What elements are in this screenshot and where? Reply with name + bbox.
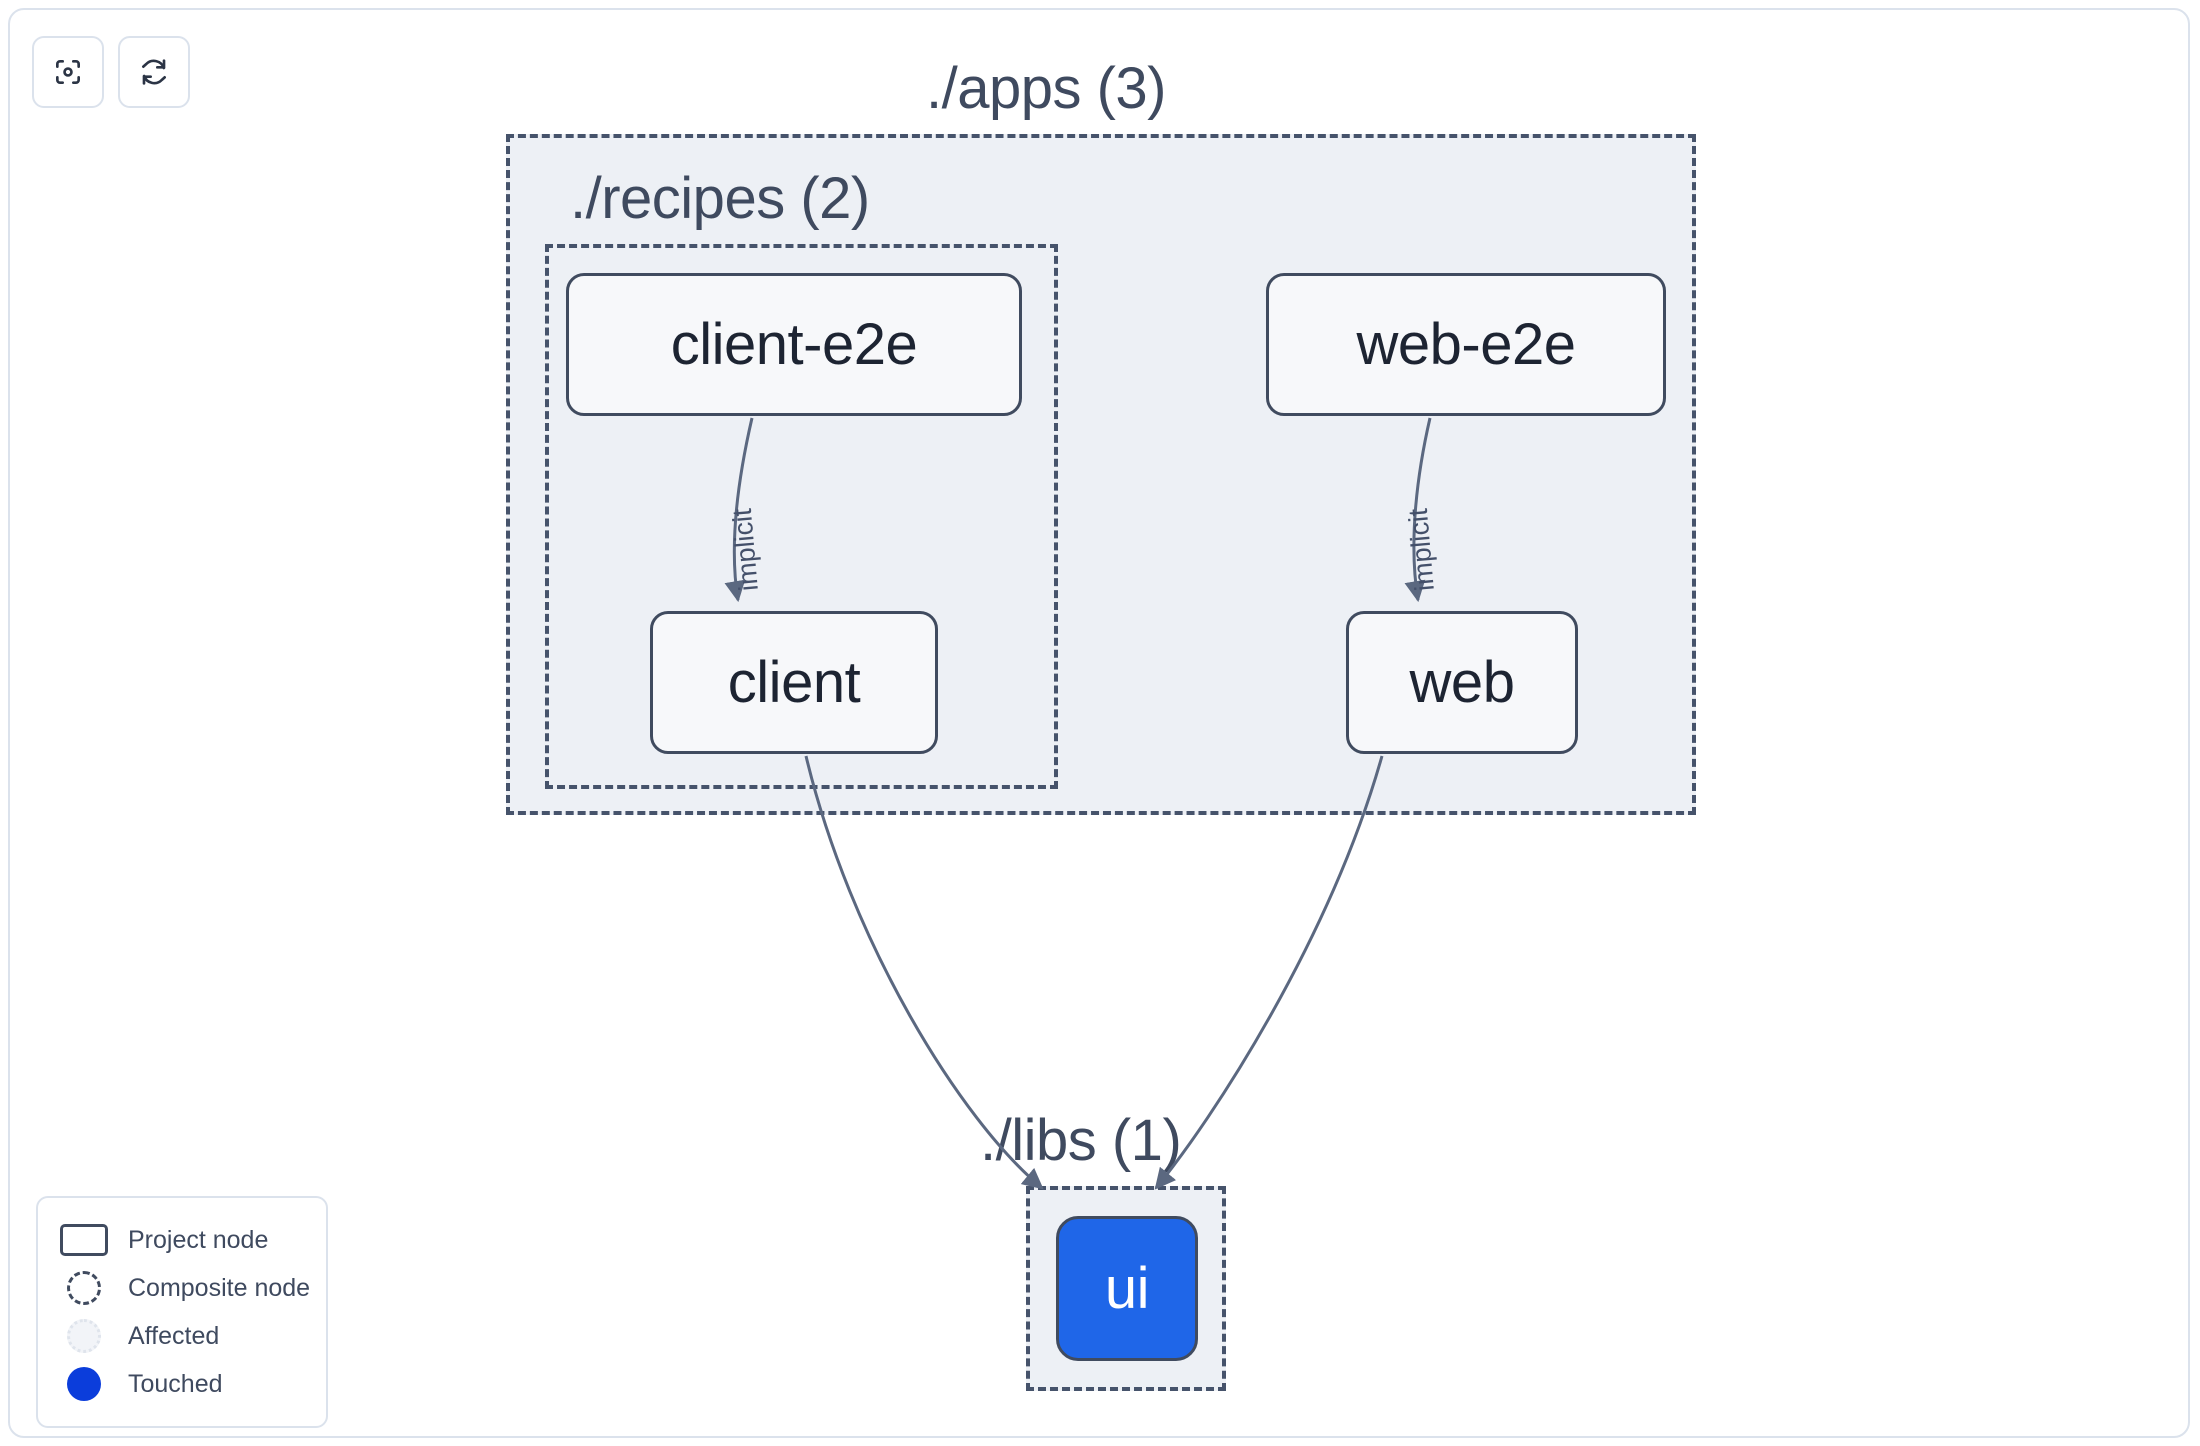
legend-label: Affected	[128, 1321, 220, 1350]
legend-label: Composite node	[128, 1273, 311, 1302]
focus-scan-icon	[52, 56, 84, 88]
project-node-ui[interactable]: ui	[1056, 1216, 1198, 1361]
project-node-label: client-e2e	[670, 311, 918, 377]
project-node-label: web	[1409, 649, 1515, 715]
project-node-client-e2e[interactable]: client-e2e	[566, 273, 1022, 416]
affected-swatch	[58, 1319, 110, 1353]
graph-legend: Project node Composite node Affected Tou…	[36, 1196, 328, 1428]
edge-label-implicit-web: implicit	[1402, 507, 1440, 593]
legend-item-affected: Affected	[58, 1312, 306, 1360]
legend-label: Touched	[128, 1369, 223, 1398]
graph-toolbar	[32, 36, 190, 108]
refresh-icon	[138, 56, 170, 88]
project-node-swatch	[58, 1223, 110, 1257]
project-node-label: ui	[1104, 1255, 1150, 1321]
legend-item-touched: Touched	[58, 1360, 306, 1408]
touched-swatch	[58, 1367, 110, 1401]
project-node-label: web-e2e	[1356, 311, 1576, 377]
project-node-label: client	[727, 649, 861, 715]
focus-graph-button[interactable]	[32, 36, 104, 108]
composite-label-libs: ./libs (1)	[980, 1108, 1182, 1173]
legend-item-project-node: Project node	[58, 1216, 306, 1264]
legend-label: Project node	[128, 1225, 269, 1254]
project-node-client[interactable]: client	[650, 611, 938, 754]
edge-label-implicit-client: implicit	[726, 507, 764, 593]
project-node-web[interactable]: web	[1346, 611, 1578, 754]
composite-label-apps: ./apps (3)	[926, 56, 1167, 121]
project-node-web-e2e[interactable]: web-e2e	[1266, 273, 1666, 416]
refresh-graph-button[interactable]	[118, 36, 190, 108]
composite-label-recipes: ./recipes (2)	[570, 166, 870, 231]
composite-node-swatch	[58, 1271, 110, 1305]
legend-item-composite-node: Composite node	[58, 1264, 310, 1312]
